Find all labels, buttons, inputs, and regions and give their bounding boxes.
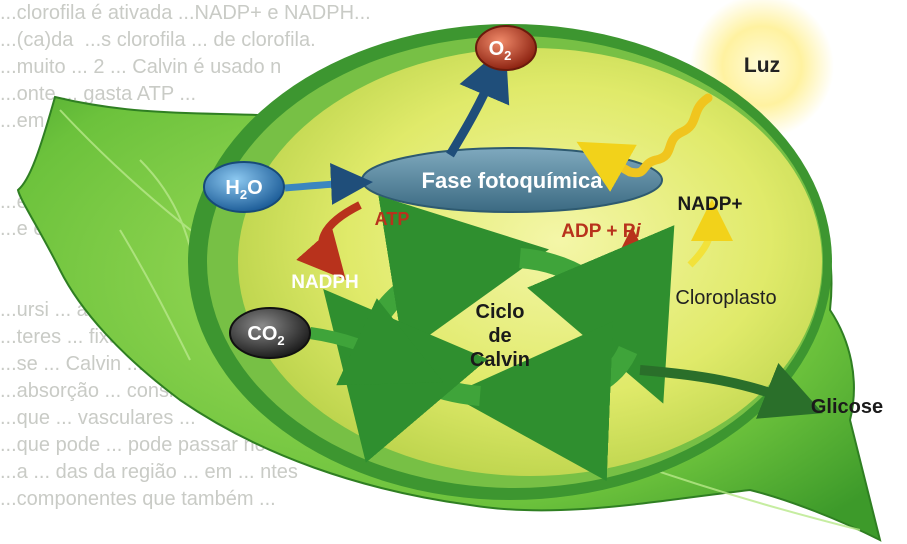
photochemical-phase-label: Fase fotoquímica: [422, 168, 604, 193]
nadp-plus-label: NADP+: [678, 194, 743, 215]
atp-label: ATP: [375, 209, 410, 229]
calvin-label-line3: Calvin: [470, 349, 530, 371]
adp-pi-label: ADP + Pi: [561, 221, 641, 242]
nadph-label: NADPH: [291, 272, 359, 293]
light-label: Luz: [744, 54, 780, 77]
calvin-label-line2: de: [488, 325, 511, 347]
glucose-label: Glicose: [811, 396, 883, 418]
chloroplast-label: Cloroplasto: [675, 287, 776, 309]
calvin-label-line1: Ciclo: [476, 301, 525, 323]
